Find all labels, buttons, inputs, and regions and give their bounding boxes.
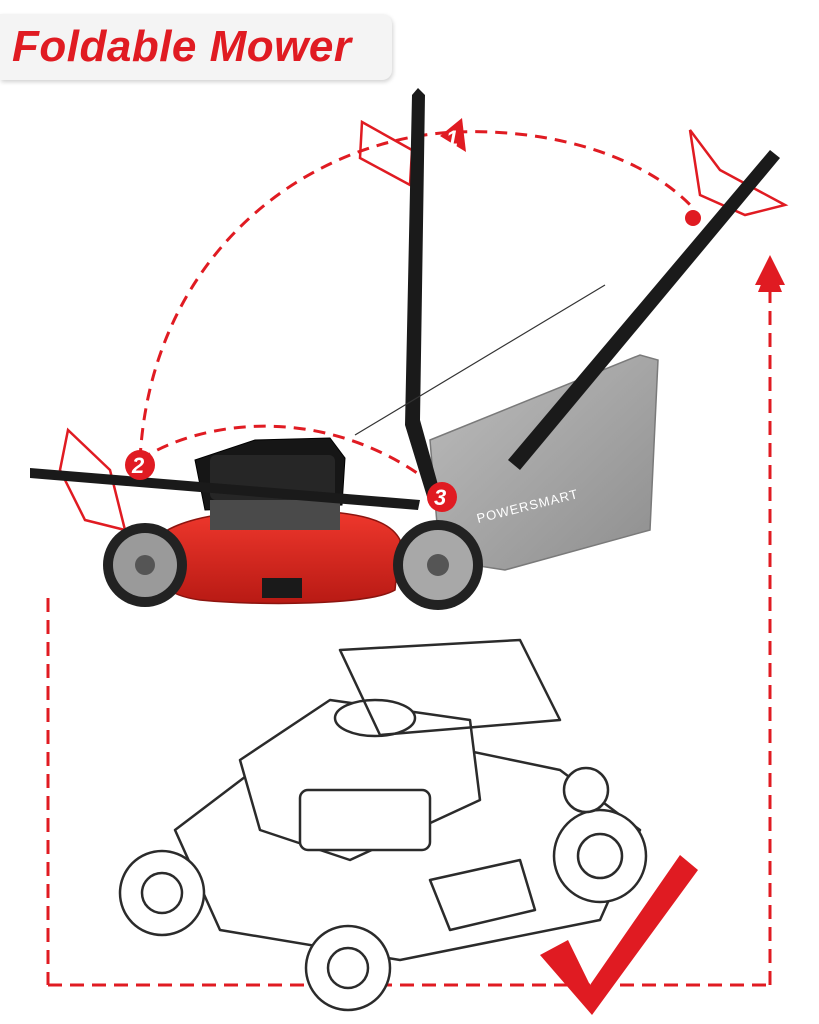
step-marker-1: 1 [440,118,466,152]
handle-pivot-dot [685,210,701,226]
deck-label-plate [262,578,302,598]
control-cable [354,284,606,436]
handle-folded [30,468,420,510]
step-marker-3: 3 [427,482,457,512]
folded-mower-line-art [118,638,648,1012]
page-title: Foldable Mower [12,22,352,71]
step-number-2: 2 [131,453,145,478]
step-number-1: 1 [446,126,458,151]
front-wheel [393,520,483,610]
title-banner: Foldable Mower [0,14,392,80]
fold-arrow-icon [58,119,789,532]
title-banner-background [0,14,392,80]
fold-arc-small [139,424,441,492]
step-marker-2: 2 [125,450,155,480]
step-number-3: 3 [434,485,446,510]
check-mark-icon [540,855,698,1015]
fold-arc-large [138,130,697,461]
engine-base [210,500,340,530]
rear-wheel [103,523,187,607]
handle-upright [405,88,440,500]
up-arrow-icon [758,262,782,292]
handle-raised [508,150,780,470]
